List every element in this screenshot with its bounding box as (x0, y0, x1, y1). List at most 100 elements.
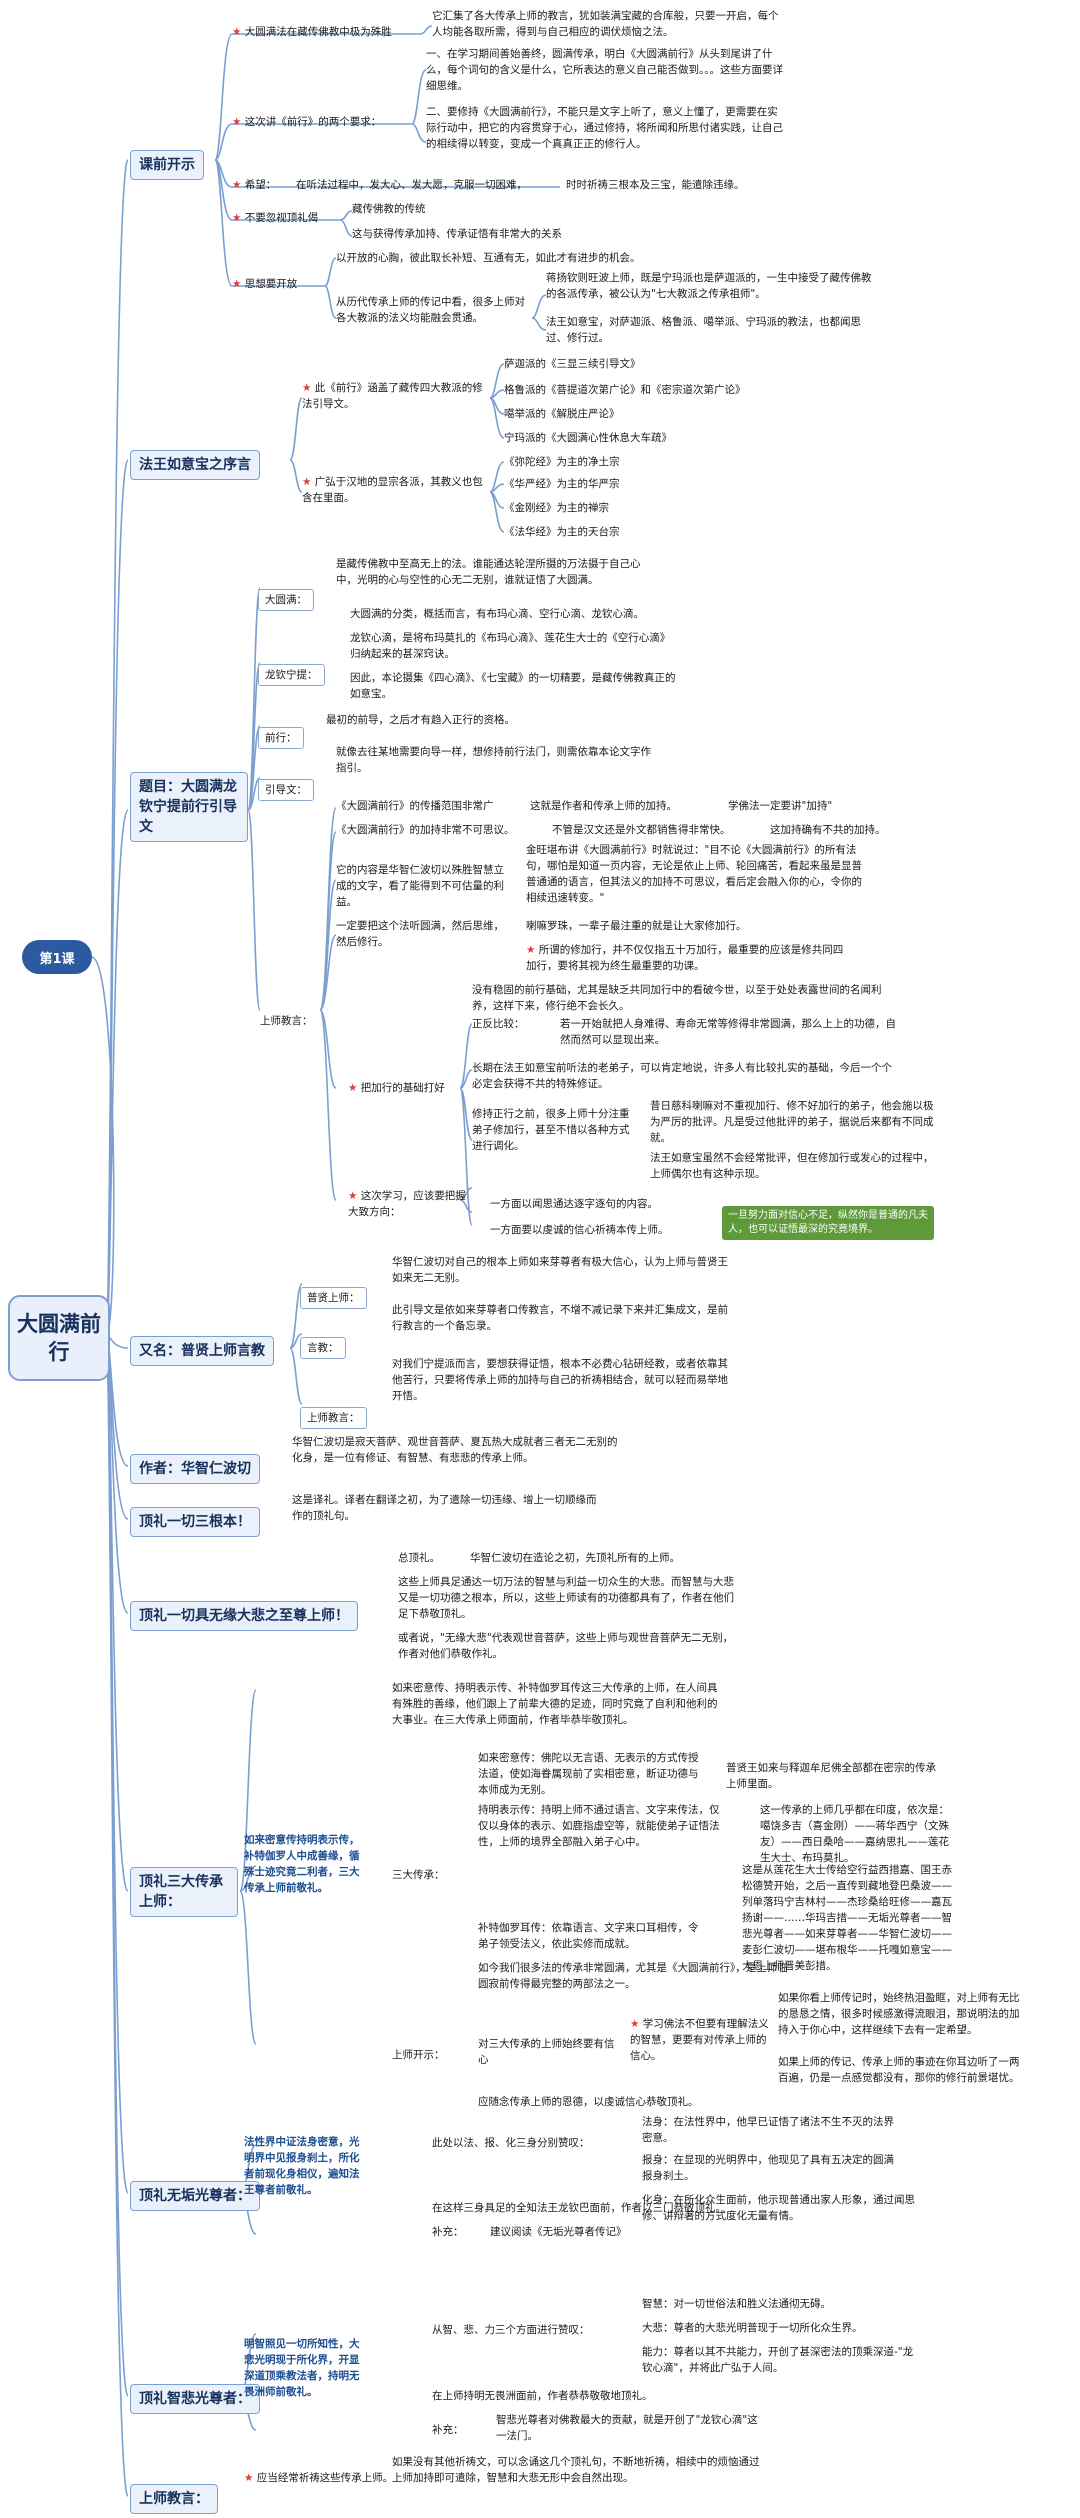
node-text: 华智仁波切对自己的根本上师如来芽尊者有极大信心，认为上师与普贤王如来无二无别。 (392, 1256, 728, 1284)
node-text: 格鲁派的《菩提道次第广论》和《密宗道次第广论》 (504, 384, 746, 396)
section-title: 题目：大圆满龙钦宁提前行引导文 (130, 772, 248, 842)
node-text: 是藏传佛教中至高无上的法。谁能通达轮涅所摄的万法摄于自己心中，光明的心与空性的心… (336, 558, 641, 586)
section-homage-longchenpa: 顶礼无垢光尊者： (130, 2181, 260, 2211)
node-text: 《法华经》为主的天台宗 (504, 526, 620, 538)
node-text: 喇嘛罗珠，一辈子最注重的就是让大家修加行。 (526, 920, 747, 932)
node-text: 因此，本论摄集《四心滴》、《七宝藏》的一切精要，是藏传佛教真正的如意宝。 (350, 672, 676, 700)
verse-text: 明智照见一切所知性，大悲光明现于所化界，开显深道顶乘教法者，持明无畏洲师前敬礼。 (244, 2338, 360, 2398)
node-text: 修持正行之前，很多上师十分注重弟子修加行，甚至不惜以各种方式进行调化。 (472, 1108, 630, 1152)
node-text: 这是译礼。译者在翻译之初，为了遣除一切违缘、增上一切顺缘而作的顶礼句。 (292, 1494, 597, 1522)
node-text: 这些上师具足通达一切万法的智慧与利益一切众生的大悲。而智慧与大悲又是一切功德之根… (398, 1576, 734, 1620)
node-text: 一定要把这个法听圆满，然后思维，然后修行。 (336, 920, 504, 948)
node-text: 这加持确有不共的加持。 (770, 824, 886, 836)
node-text: 能力：尊者以其不共能力，开创了甚深密法的顶乘深道-"龙钦心滴"，并将此广弘于人间… (642, 2346, 914, 2374)
node-text: 《华严经》为主的华严宗 (504, 478, 620, 490)
node-text: 或者说，"无缘大悲"代表观世音菩萨，这些上师与观世音菩萨无二无别，作者对他们恭敬… (398, 1632, 734, 1660)
node-text: 学佛法一定要讲"加持" (728, 800, 833, 812)
root-node: 大圆满前行 (8, 1295, 110, 1381)
node-text: 华智仁波切是寂天菩萨、观世音菩萨、夏瓦热大成就者三者无二无别的化身，是一位有修证… (292, 1436, 618, 1464)
node-text: 建议阅读《无垢光尊者传记》 (490, 2226, 627, 2238)
node-text: 《弥陀经》为主的净土宗 (504, 456, 620, 468)
node-text: 华智仁波切在造论之初，先顶礼所有的上师。 (470, 1552, 680, 1564)
node-text: 藏传佛教的传统 (352, 203, 426, 215)
sub-label: 言教： (300, 1336, 346, 1359)
node-text: 宁玛派的《大圆满心性休息大车疏》 (504, 432, 672, 444)
node-text: 从智、悲、力三个方面进行赞叹： (432, 2324, 590, 2336)
node-text: ★ 所谓的修加行，并不仅仅指五十万加行，最重要的应该是修共同四加行，要将其视为终… (526, 944, 844, 972)
node-text: 法王如意宝，对萨迦派、格鲁派、噶举派、宁玛派的教法，也都闻思过、修行过。 (546, 316, 861, 344)
verse-text: 如来密意传持明表示传，补特伽罗人中成善缘，循殊士迹究竟二利者，三大传承上师前敬礼… (244, 1834, 360, 1894)
node-text: 昔日慈科喇嘛对不重视加行、修不好加行的弟子，他会施以极为严厉的批评。凡是受过他批… (650, 1100, 934, 1144)
section-guru-instruction: 上师教言： (130, 2484, 218, 2514)
sub-label: 前行： (258, 726, 304, 749)
node-text: 法王如意宝虽然不会经常批评，但在修加行或发心的过程中，上师偶尔也有这种示现。 (650, 1152, 934, 1180)
lesson-badge: 第1课 (22, 940, 92, 974)
node-text: 以开放的心胸，彼此取长补短、互通有无，如此才有进步的机会。 (336, 252, 641, 264)
section-author: 作者：华智仁波切 (130, 1454, 260, 1484)
node-text: 对三大传承的上师始终要有信心 (478, 2038, 615, 2066)
node-text: 智悲光尊者对佛教最大的贡献，就是开创了"龙钦心滴"这一法门。 (496, 2414, 758, 2442)
node-text: 普贤王如来与释迦牟尼佛全部都在密宗的传承上师里面。 (726, 1762, 936, 1790)
node-text: 对我们宁提派而言，要想获得证悟，根本不必费心钻研经教，或者依靠其他苦行，只要将传… (392, 1358, 728, 1402)
node-text: 大圆满的分类，概括而言，有布玛心滴、空行心滴、龙钦心滴。 (350, 608, 644, 620)
node-text: 在这样三身具足的全知法王龙钦巴面前，作者以三门恭敬顶礼。 (432, 2202, 726, 2214)
node-text: 总顶礼。 (398, 1552, 440, 1564)
section-homage-three-roots: 顶礼一切三根本！ (130, 1507, 260, 1537)
node-text: 《大圆满前行》的传播范围非常广 (336, 800, 494, 812)
node-text: 补特伽罗耳传：依靠语言、文字来口耳相传，令弟子领受法义，依此实修而成就。 (478, 1922, 699, 1950)
node-text: 时时祈祷三根本及三宝，能遣除违缘。 (566, 179, 745, 191)
node-text: 金旺堪布讲《大圆满前行》时就说过："目不论《大圆满前行》的所有法句，哪怕是知道一… (526, 844, 862, 904)
node-text: ★ 应当经常祈祷这些传承上师。 (244, 2472, 394, 2484)
node-text: 长期在法王如意宝前听法的老弟子，可以肯定地说，许多人有比较扎实的基础，今后一个个… (472, 1062, 892, 1090)
node-text: 这就是作者和传承上师的加持。 (530, 800, 677, 812)
node-text: 最初的前导，之后才有趋入正行的资格。 (326, 714, 515, 726)
sub-label: 上师教言： (300, 1406, 367, 1429)
node-text: 若一开始就把人身难得、寿命无常等修得非常圆满，那么上上的功德，自然而然可以显现出… (560, 1018, 896, 1046)
node-text: 化身：在所化众生面前，他示现普通出家人形象，通过闻思修、讲辩著的方式度化无量有情… (642, 2194, 915, 2222)
node-text: 补充： (432, 2226, 464, 2238)
node-text: ★ 这次学习，应该要把握大致方向： (348, 1190, 466, 1218)
node-text: 这是从莲花生大士传给空行益西措嘉、国王赤松德赞开始，之后一直传到藏地登巴桑波——… (742, 1864, 952, 1972)
node-text: 就像去往某地需要向导一样，想修持前行法门，则需依靠本论文字作指引。 (336, 746, 651, 774)
node-text: 一方面以闻思通达逐字逐句的内容。 (490, 1198, 658, 1210)
node-text: 持明表示传：持明上师不通过语言、文字来传法，仅仅以身体的表示、如鹿指虚空等，就能… (478, 1804, 720, 1848)
node-text: 正反比较： (472, 1018, 525, 1030)
node-text: 龙钦心滴，是将布玛莫扎的《布玛心滴》、莲花生大士的《空行心滴》归纳起来的甚深窍诀… (350, 632, 671, 660)
node-text: 这一传承的上师几乎都在印度，依次是：噶饶多吉（喜金刚）——蒋华西宁（文殊友）——… (760, 1804, 949, 1864)
node-text: ★ 大圆满法在藏传佛教中极为殊胜 (232, 26, 392, 38)
sub-label: 大圆满： (258, 588, 314, 611)
sub-label: 三大传承： (392, 1868, 445, 1881)
sub-label: 上师教言： (260, 1014, 313, 1027)
node-text: 一方面要以虔诚的信心祈祷本传上师。 (490, 1224, 669, 1236)
node-text: 法身：在法性界中，他早已证悟了诸法不生不灭的法界密意。 (642, 2116, 894, 2144)
node-text: 一、在学习期间善始善终，圆满传承，明白《大圆满前行》从头到尾讲了什么，每个词句的… (426, 48, 783, 92)
sub-label: 上师开示： (392, 2048, 445, 2061)
node-text: 噶举派的《解脱庄严论》 (504, 408, 620, 420)
section-homage-supreme-guru: 顶礼一切具无缘大悲之至尊上师！ (130, 1601, 358, 1631)
node-text: 此引导文是依如来芽尊者口传教言，不增不减记录下来并汇集成文，是前行教言的一个备忘… (392, 1304, 728, 1332)
section-preface: 法王如意宝之序言 (130, 450, 260, 480)
node-text: 智慧：对一切世俗法和胜义法通彻无碍。 (642, 2298, 831, 2310)
highlight-tag: 一旦努力面对信心不足，纵然你是普通的凡夫人，也可以证悟最深的究竟境界。 (722, 1206, 934, 1240)
sub-label: 引导文： (258, 778, 314, 801)
node-text: 《金刚经》为主的禅宗 (504, 502, 609, 514)
node-text: 《大圆满前行》的加持非常不可思议。 (336, 824, 515, 836)
node-text: ★ 不要忽视顶礼偈 (232, 212, 319, 224)
node-text: 它汇集了各大传承上师的教言，犹如装满宝藏的合库般，只要一开启，每个人均能各取所需… (432, 10, 779, 38)
section-alias: 又名：普贤上师言教 (130, 1336, 274, 1366)
node-text: 蒋扬钦则旺波上师，既是宁玛派也是萨迦派的，一生中接受了藏传佛教的各派传承，被公认… (546, 272, 872, 300)
node-text: 如果你看上师传记时，始终热泪盈眶，对上师有无比的恳恳之情，很多时候感激得流眼泪，… (778, 1992, 1020, 2036)
node-text: 在上师持明无畏洲面前，作者恭恭敬敬地顶礼。 (432, 2390, 653, 2402)
node-text: 应随念传承上师的恩德，以虔诚信心恭敬顶礼。 (478, 2096, 699, 2108)
node-text: ★ 此《前行》涵盖了藏传四大教派的修法引导文。 (302, 382, 483, 410)
node-text: 如来密意传、持明表示传、补特伽罗耳传这三大传承的上师，在人间具有殊胜的善缘，他们… (392, 1682, 718, 1726)
node-text: 不管是汉文还是外文都销售得非常快。 (552, 824, 731, 836)
node-text: 它的内容是华智仁波切以殊胜智慧立成的文字，看了能得到不可估量的利益。 (336, 864, 504, 908)
sub-label: 龙钦宁提： (258, 663, 325, 686)
node-text: 没有稳固的前行基础，尤其是缺乏共同加行中的看破今世，以至于处处表露世间的名闻利养… (472, 984, 882, 1012)
node-text: 如果没有其他祈祷文，可以念诵这几个顶礼句，不断地祈祷，相续中的烦恼通过上师加持即… (392, 2456, 760, 2484)
node-text: 大悲：尊者的大悲光明普现于一切所化众生界。 (642, 2322, 863, 2334)
section-homage-jigme-lingpa: 顶礼智悲光尊者： (130, 2384, 260, 2414)
node-text: 此处以法、报、化三身分别赞叹： (432, 2137, 590, 2149)
node-text: ★ 把加行的基础打好 (348, 1082, 445, 1094)
